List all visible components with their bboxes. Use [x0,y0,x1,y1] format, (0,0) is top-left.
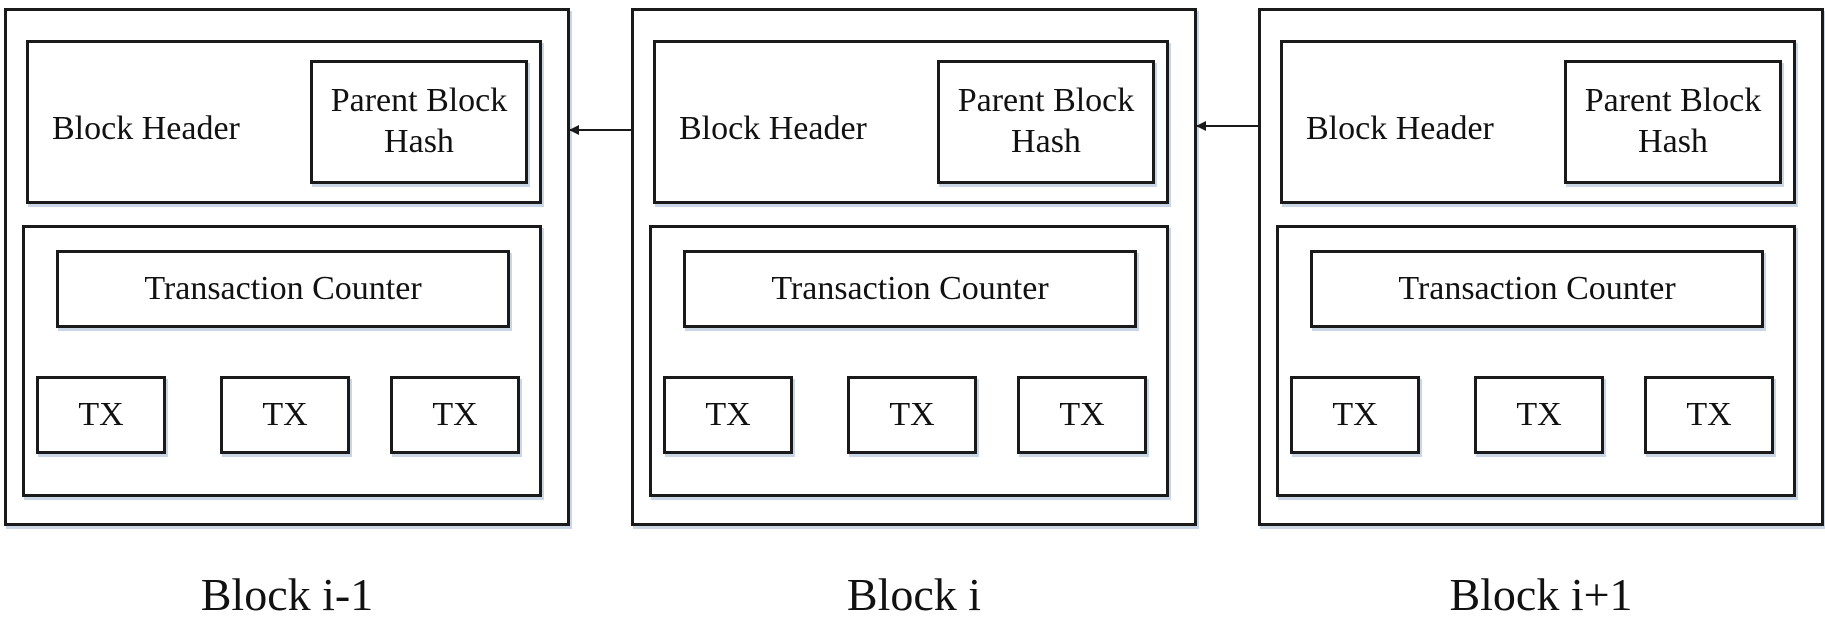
parent-hash-line-2: Hash [384,123,454,160]
tx-box: TX [847,376,977,454]
tx-box: TX [36,376,166,454]
parent-hash-line-2: Hash [1011,123,1081,160]
tx-box: TX [1644,376,1774,454]
tx-box: TX [1017,376,1147,454]
block-caption: Block i+1 [1449,569,1633,620]
parent-hash-line-1: Parent Block [330,82,508,120]
parent-hash-line-1: Parent Block [1584,82,1762,120]
parent-hash-line-1: Parent Block [957,82,1135,120]
tx-box: TX [390,376,520,454]
tx-box: TX [220,376,350,454]
block-caption: Block i [846,569,982,620]
tx-box: TX [1474,376,1604,454]
transaction-counter: Transaction Counter [1310,250,1764,328]
transaction-counter: Transaction Counter [683,250,1137,328]
block-header-label: Block Header [1306,110,1494,147]
transaction-counter: Transaction Counter [56,250,510,328]
tx-box: TX [1290,376,1420,454]
parent-hash-line-2: Hash [1638,123,1708,160]
tx-box: TX [663,376,793,454]
block-header-label: Block Header [52,110,240,147]
block-caption: Block i-1 [200,569,374,620]
block-header-label: Block Header [679,110,867,147]
